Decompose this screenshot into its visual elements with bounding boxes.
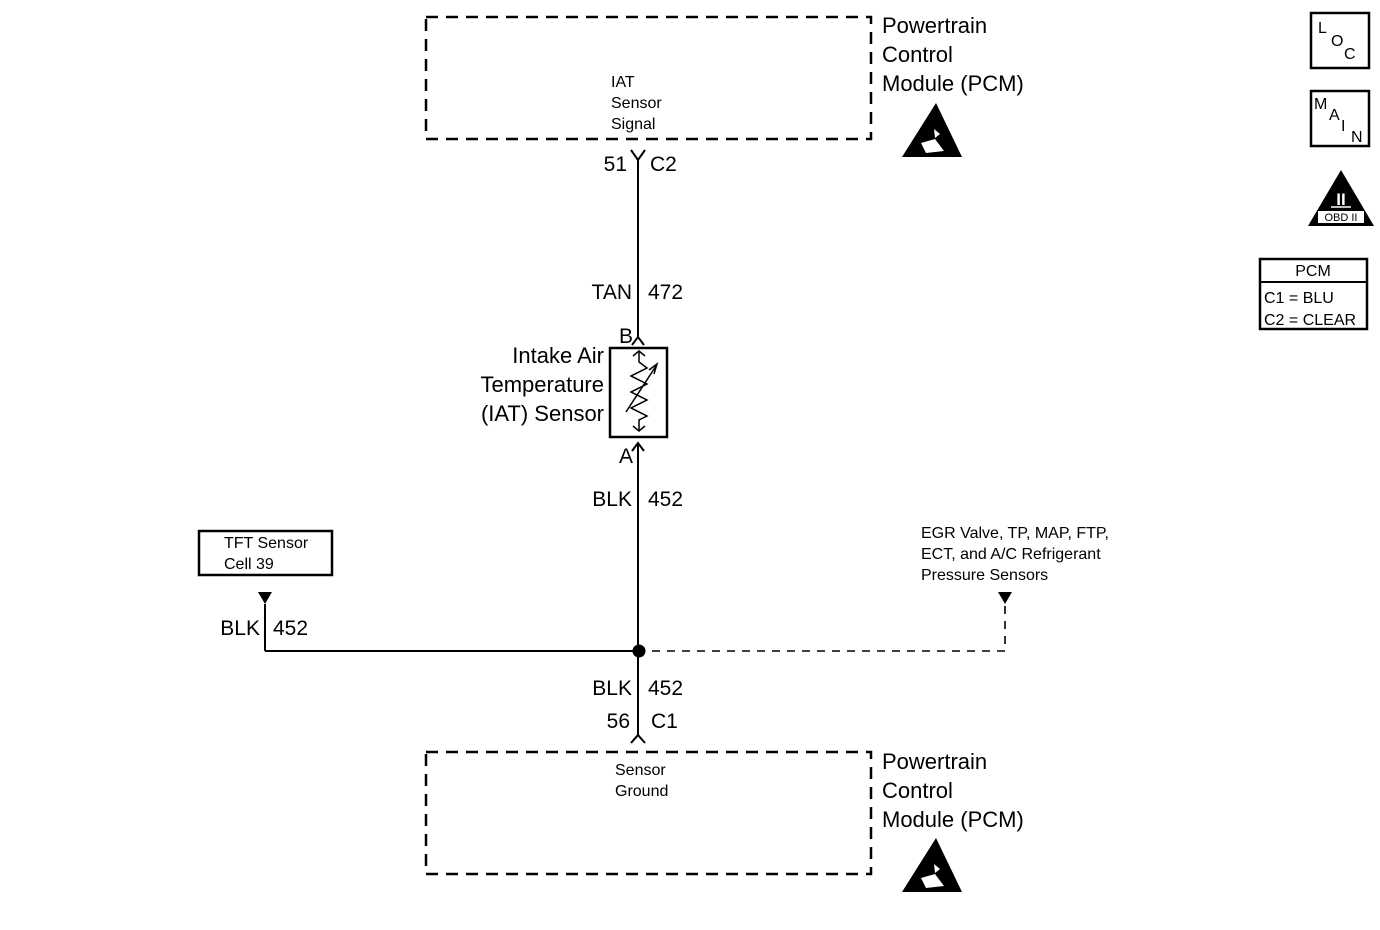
main-icon: M A I N: [1309, 89, 1371, 148]
svg-text:A: A: [1329, 107, 1340, 124]
svg-text:N: N: [1351, 129, 1363, 146]
sensor-name-line1: Intake Air: [512, 343, 604, 368]
svg-text:M: M: [1314, 96, 1327, 113]
tft-arrow-icon: [258, 592, 272, 604]
svg-text:L: L: [1318, 20, 1327, 37]
pcm-table-row1: C1 = BLU: [1264, 290, 1334, 307]
connector-fork-icon: [630, 149, 646, 162]
loc-icon: L O C: [1309, 11, 1371, 70]
splice-dot: [632, 644, 646, 658]
pcm-bottom-title-line3: Module (PCM): [882, 807, 1024, 832]
pcm-top-title-line2: Control: [882, 42, 953, 67]
wire-top-circuit: 472: [648, 281, 683, 304]
svg-text:C: C: [1344, 46, 1356, 63]
iat-signal-line2: Sensor: [611, 95, 662, 112]
pcm-bottom-connector: C1: [651, 710, 678, 733]
sensor-name-line2: Temperature: [480, 372, 604, 397]
wire-bottom-color: BLK: [592, 677, 632, 700]
svg-text:OBD II: OBD II: [1324, 212, 1357, 224]
pcm-top-title-line3: Module (PCM): [882, 71, 1024, 96]
pcm-connector-table: PCM C1 = BLU C2 = CLEAR: [1258, 257, 1369, 331]
sensor-ground-line2: Ground: [615, 783, 668, 800]
svg-text:I: I: [1341, 118, 1345, 135]
pcm-top-connector: C2: [650, 153, 677, 176]
pin-b-arrow-icon: [631, 335, 645, 346]
sensor-name-line3: (IAT) Sensor: [481, 401, 604, 426]
sensor-ground-line1: Sensor: [615, 762, 666, 779]
other-sensors-line3: Pressure Sensors: [921, 567, 1048, 584]
tft-ref-line1: TFT Sensor: [224, 535, 309, 552]
pcm-bottom-title-line2: Control: [882, 778, 953, 803]
sensor-pin-a: A: [619, 445, 633, 468]
tft-ref-line2: Cell 39: [224, 556, 274, 573]
svg-text:O: O: [1331, 33, 1343, 50]
wire-left-circuit: 452: [273, 617, 308, 640]
pcm-table-header: PCM: [1295, 263, 1331, 280]
tft-reference-box: [197, 529, 334, 577]
wire-bottom-circuit: 452: [648, 677, 683, 700]
pcm-top-pin: 51: [604, 153, 627, 176]
connector-fork-bottom-icon: [630, 733, 646, 744]
svg-text:II: II: [1336, 190, 1345, 209]
wire-left-color: BLK: [220, 617, 260, 640]
esd-warning-icon: [902, 838, 962, 892]
pcm-bottom-pin: 56: [607, 710, 630, 733]
other-sensors-line1: EGR Valve, TP, MAP, FTP,: [921, 525, 1109, 542]
wire-top-color: TAN: [592, 281, 632, 304]
iat-signal-line3: Signal: [611, 116, 655, 133]
other-sensors-line2: ECT, and A/C Refrigerant: [921, 546, 1101, 563]
pcm-top-title-line1: Powertrain: [882, 13, 987, 38]
pcm-table-row2: C2 = CLEAR: [1264, 312, 1356, 329]
pcm-bottom-title-line1: Powertrain: [882, 749, 987, 774]
other-sensors-arrow-icon: [998, 592, 1012, 604]
obd-ii-icon: II OBD II: [1308, 170, 1374, 226]
esd-warning-icon: [902, 103, 962, 157]
pcm-bottom-box: [424, 750, 873, 876]
iat-signal-line1: IAT: [611, 74, 635, 91]
wire-mid-color: BLK: [592, 488, 632, 511]
pcm-top-box: [424, 15, 873, 141]
wire-mid-circuit: 452: [648, 488, 683, 511]
thermistor-icon: [625, 350, 659, 432]
sensor-pin-b: B: [619, 325, 633, 348]
wire-dashed-shared: [646, 606, 1006, 652]
